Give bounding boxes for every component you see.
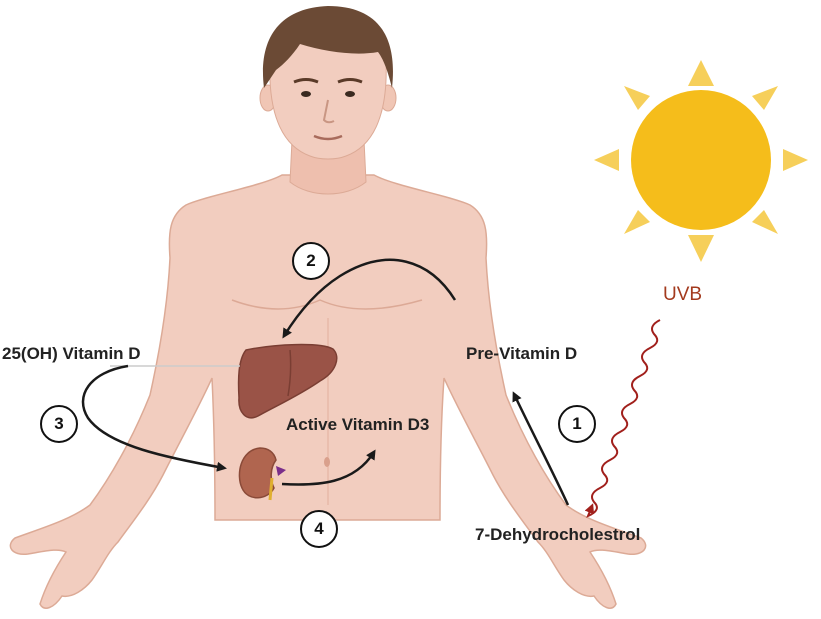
uvb-label: UVB bbox=[663, 284, 702, 306]
step-2-marker: 2 bbox=[292, 242, 330, 280]
navel bbox=[324, 457, 330, 467]
step-4-marker: 4 bbox=[300, 510, 338, 548]
left-eye bbox=[301, 91, 311, 97]
vitamin-d-25oh-label: 25(OH) Vitamin D bbox=[2, 344, 141, 364]
uvb-wave bbox=[588, 320, 660, 516]
dehydrocholesterol-label: 7-Dehydrocholestrol bbox=[475, 525, 640, 545]
pre-vitamin-d-label: Pre-Vitamin D bbox=[466, 344, 577, 364]
right-eye bbox=[345, 91, 355, 97]
active-vitamin-d3-label: Active Vitamin D3 bbox=[286, 415, 429, 435]
step-3-marker: 3 bbox=[40, 405, 78, 443]
sun-icon bbox=[594, 60, 808, 262]
step-1-marker: 1 bbox=[558, 405, 596, 443]
